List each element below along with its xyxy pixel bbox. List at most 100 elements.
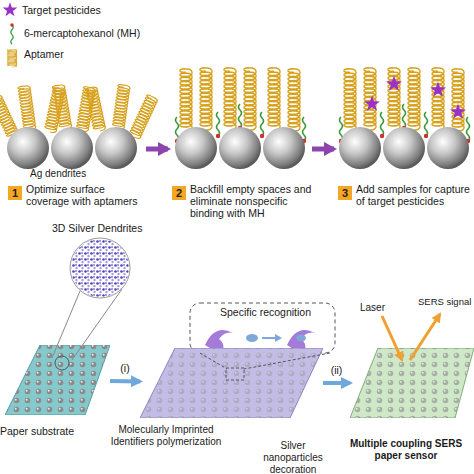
mh	[216, 112, 220, 138]
legend-star	[3, 2, 18, 16]
bound-pesticide	[364, 96, 380, 111]
sheet-shape	[5, 345, 110, 415]
sensor-sheet: Multiple coupling SERS paper sensor	[350, 348, 474, 418]
step-badge: 1	[8, 186, 22, 200]
legend-text: 6-mercaptohexanol (MH)	[24, 27, 140, 39]
template-molecule	[246, 334, 258, 342]
legend-text: Aptamer	[24, 48, 64, 60]
zoom-spot	[55, 356, 69, 370]
dendrite-array	[5, 345, 110, 415]
recognition-arrow	[262, 337, 278, 339]
bound-pesticide	[430, 82, 446, 97]
aptamer	[85, 86, 106, 132]
step-description: Molecularly Imprinted Identifiers polyme…	[110, 424, 222, 448]
paper-substrate-sheet: Paper substrate	[5, 345, 110, 415]
stage-panel: 2Backfill empty spaces and eliminate non…	[168, 78, 312, 220]
mh	[302, 117, 306, 143]
callout-line	[200, 353, 227, 369]
part-label: Ag dendrites	[30, 168, 110, 180]
mh	[424, 112, 428, 138]
aptamer	[452, 69, 464, 131]
aptamer	[18, 85, 36, 131]
laser-beam	[382, 316, 402, 360]
step-caption: Add samples for capture of target pestic…	[356, 183, 472, 207]
step-badge: 2	[172, 186, 186, 200]
step-caption: Optimize surface coverage with aptamers	[26, 183, 146, 207]
recognition-arrowhead	[275, 334, 282, 342]
legend-mh	[10, 23, 14, 44]
stage-panel: 3 Add samples for capture of target pesti…	[334, 78, 474, 220]
sheet-label: Multiple coupling SERS paper sensor	[338, 438, 474, 462]
ag-sphere	[427, 127, 469, 169]
sheet-outline	[140, 348, 323, 418]
aptamer	[44, 87, 65, 133]
aptamer	[0, 94, 20, 139]
aptamer	[180, 69, 192, 131]
step-number: (i)	[111, 362, 139, 374]
zoom-line	[72, 289, 122, 360]
imprinted-cavity	[205, 330, 233, 351]
ag-sphere	[175, 127, 217, 169]
aptamer	[344, 69, 356, 131]
callout-title: Specific recognition	[220, 306, 311, 318]
aptamer	[268, 68, 280, 130]
dendrite-texture	[71, 239, 129, 297]
aptamer	[388, 68, 400, 130]
flow-arrow	[146, 147, 168, 152]
ag-sphere	[383, 127, 425, 169]
aptamer	[200, 68, 212, 130]
sers-signal-beam	[410, 314, 440, 360]
sheet-outline	[5, 345, 110, 415]
aptamer	[76, 86, 96, 132]
aptamer	[128, 94, 158, 139]
bound-pesticide	[386, 76, 402, 91]
legend-coil	[7, 49, 16, 67]
step-description: Silver nanoparticles decoration	[250, 440, 336, 474]
ag-sphere	[219, 127, 261, 169]
mh	[175, 117, 179, 143]
step-badge: 3	[338, 186, 352, 200]
ag-sphere	[7, 127, 49, 169]
mh	[402, 104, 406, 130]
callout-spot	[226, 368, 244, 380]
sheet-label: Paper substrate	[0, 425, 74, 437]
step-number: (ii)	[323, 364, 351, 376]
part-label: 3D Silver Dendrites	[52, 222, 162, 235]
mh	[466, 117, 470, 143]
aptamer	[288, 69, 300, 131]
ag-sphere	[95, 127, 137, 169]
aptamer	[52, 84, 72, 130]
zoom-line	[52, 291, 80, 358]
sheet-outline	[350, 348, 474, 418]
aptamer	[244, 68, 256, 130]
beam-label: Laser	[360, 302, 400, 314]
flow-arrow	[323, 381, 350, 385]
ag-sphere	[263, 127, 305, 169]
callout-line	[244, 353, 330, 369]
bound-pesticide	[450, 104, 466, 119]
legend-text: Target pesticides	[22, 4, 101, 16]
aptamer	[224, 68, 236, 130]
ag-sphere	[51, 127, 93, 169]
aptamer	[432, 68, 444, 130]
stage-panel: 1 Optimize surface coverage with aptamers	[4, 78, 146, 220]
callout-box	[190, 303, 335, 353]
aptamer	[408, 68, 420, 130]
sheet-shape	[350, 348, 474, 418]
ag-sphere	[339, 127, 381, 169]
sheet-shape	[140, 348, 323, 418]
mh	[339, 117, 343, 143]
aptamer	[112, 84, 130, 130]
mh	[380, 112, 384, 138]
dendrite-array	[350, 348, 474, 418]
imprinted-sheet: Specific recognition	[140, 348, 323, 418]
bound-template	[296, 335, 306, 342]
flow-arrow	[312, 147, 334, 152]
mh	[260, 112, 264, 138]
aptamer	[364, 68, 376, 130]
